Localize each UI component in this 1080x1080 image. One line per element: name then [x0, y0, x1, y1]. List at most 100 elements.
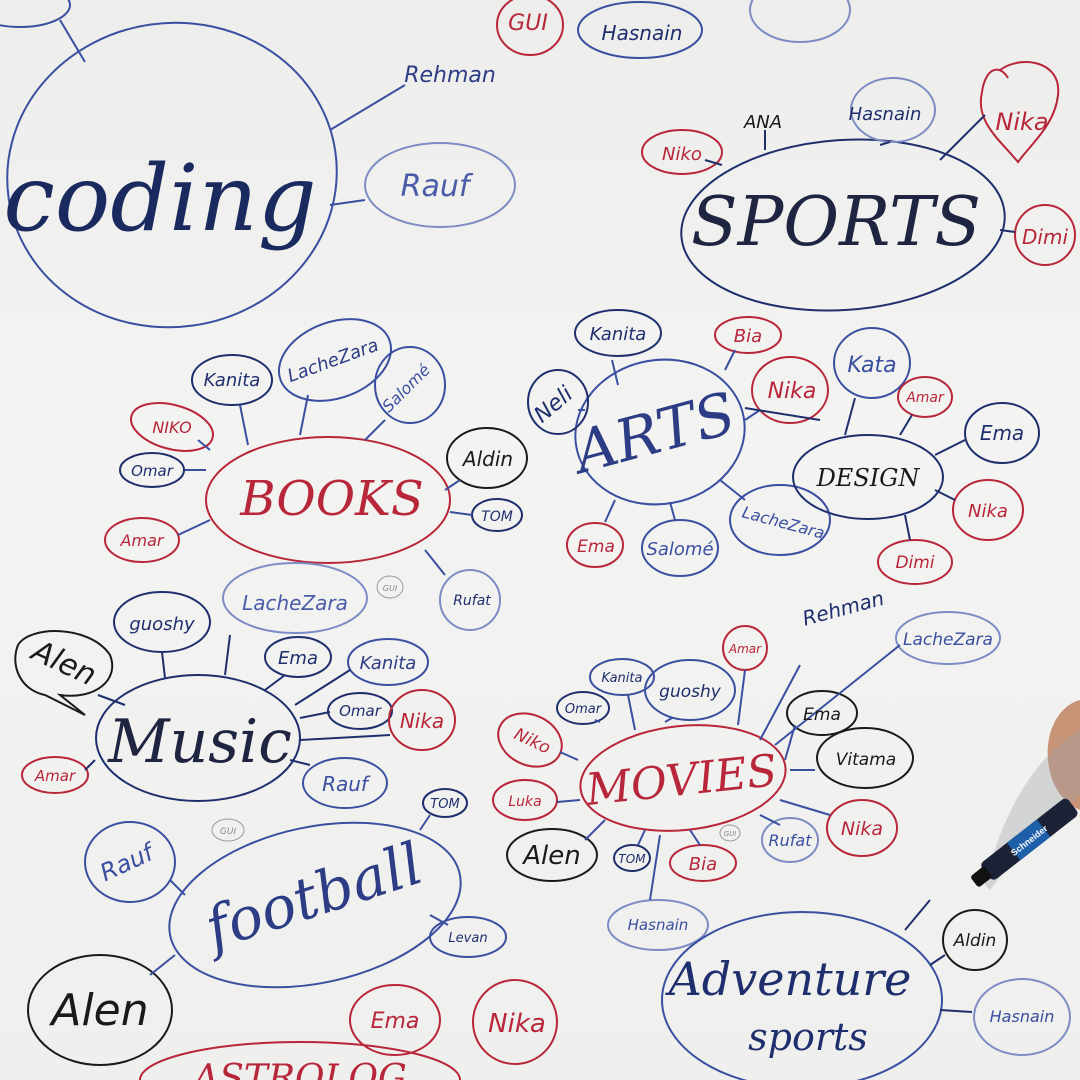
name-nika: Nika	[400, 709, 444, 733]
movies-bubble	[579, 724, 787, 832]
name-bubble	[364, 142, 516, 228]
name-hasnain: Hasnain	[990, 1007, 1055, 1026]
name-bubble	[877, 539, 953, 585]
name-rehman: Rehman	[800, 586, 887, 631]
sports-cluster	[641, 61, 1076, 312]
name-gui: GUI	[220, 827, 237, 837]
design-cluster	[744, 327, 1040, 585]
name-bubble	[816, 727, 914, 789]
name-alen: Alen	[521, 841, 580, 871]
name-niko: NIKO	[152, 418, 191, 437]
arts-cluster	[527, 309, 831, 577]
name-hasnain: Hasnain	[849, 104, 922, 125]
topic-football: football	[193, 829, 430, 964]
name-amar: Amar	[120, 531, 165, 550]
name-gui: GUI	[508, 11, 548, 36]
name-bubble	[641, 519, 719, 577]
name-bubble	[84, 821, 176, 903]
connector-line	[578, 349, 761, 523]
name-bubble	[446, 427, 528, 489]
connector-line	[59, 19, 86, 63]
name-bubble	[429, 916, 507, 958]
name-nika: Nika	[841, 818, 883, 840]
name-salome: Salomé	[646, 539, 713, 560]
name-bubble	[566, 522, 624, 568]
name-kata: Kata	[847, 353, 896, 378]
name-bubble	[422, 788, 468, 818]
sports-bubble	[680, 138, 1006, 312]
name-tom: TOM	[618, 852, 646, 866]
name-bubble	[349, 984, 441, 1056]
name-bubble	[264, 636, 332, 678]
name-bubble	[714, 316, 782, 354]
name-lachezara: LacheZara	[740, 503, 827, 543]
name-bubble	[347, 638, 429, 686]
topic-sports: SPORTS	[691, 183, 981, 262]
name-bubble	[574, 309, 662, 357]
name-bubble	[439, 569, 501, 631]
name-tom: TOM	[430, 797, 459, 812]
name-bubble	[506, 828, 598, 882]
name-bubble	[751, 356, 829, 424]
name-bubble	[222, 562, 368, 634]
name-kanita: Kanita	[360, 653, 417, 674]
hand-holding-marker: Schneider	[971, 700, 1080, 890]
name-nika: Nika	[768, 379, 817, 404]
adventure-bubble	[661, 911, 943, 1080]
coding-cluster	[0, 0, 851, 329]
name-bubble	[577, 1, 703, 59]
name-bubble	[0, 0, 71, 28]
name-bubble	[895, 611, 1001, 665]
name-gui: GUI	[383, 584, 398, 593]
name-bubble	[492, 779, 558, 821]
topic-coding: coding	[3, 145, 316, 252]
name-dimi: Dimi	[1022, 225, 1068, 249]
books-cluster	[104, 318, 528, 631]
football-cluster	[27, 788, 507, 1066]
name-bubble	[719, 824, 741, 842]
name-ema: Ema	[980, 421, 1024, 445]
adventure-cluster	[661, 899, 1071, 1080]
name-bubble	[472, 979, 558, 1065]
name-omar: Omar	[339, 702, 382, 720]
name-omar: Omar	[131, 462, 174, 480]
music-bubble	[95, 674, 301, 802]
name-bubble	[607, 899, 709, 951]
name-rufat: Rufat	[453, 593, 491, 609]
name-rufat: Rufat	[769, 831, 813, 850]
name-bubble	[496, 0, 564, 56]
name-hasnain: Hasnain	[602, 21, 683, 45]
name-bubble	[644, 659, 736, 721]
name-nika: Nika	[488, 1009, 546, 1039]
name-kanita: Kanita	[602, 671, 643, 686]
astrology-bubble	[139, 1041, 461, 1080]
name-bubble	[388, 689, 456, 751]
name-lachezara: LacheZara	[285, 335, 382, 387]
name-bubble	[786, 690, 858, 736]
name-kanita: Kanita	[204, 370, 261, 391]
name-lachezara: LacheZara	[242, 591, 348, 615]
topic-books: BOOKS	[239, 471, 424, 527]
name-bubble	[897, 376, 953, 418]
astrology-cluster	[139, 979, 558, 1080]
name-ana: ANA	[743, 112, 782, 133]
name-guoshy: guoshy	[129, 614, 195, 635]
connector-line	[329, 84, 406, 131]
name-kanita: Kanita	[590, 324, 647, 345]
name-ema: Ema	[803, 705, 841, 725]
topic-adventure: Adventure	[665, 952, 912, 1006]
name-omar: Omar	[565, 702, 603, 717]
name-tom: TOM	[481, 509, 513, 525]
books-bubble	[205, 436, 451, 564]
name-bubble	[749, 0, 851, 43]
name-bubble	[952, 479, 1024, 541]
name-bubble	[376, 575, 404, 599]
name-rauf: Rauf	[96, 837, 161, 887]
topic-design: DESIGN	[816, 464, 921, 492]
name-bubble	[641, 129, 723, 175]
name-bia: Bia	[689, 854, 717, 875]
name-lachezara: LacheZara	[903, 630, 993, 650]
name-alen: Alen	[48, 985, 148, 1036]
name-bubble	[729, 484, 831, 556]
